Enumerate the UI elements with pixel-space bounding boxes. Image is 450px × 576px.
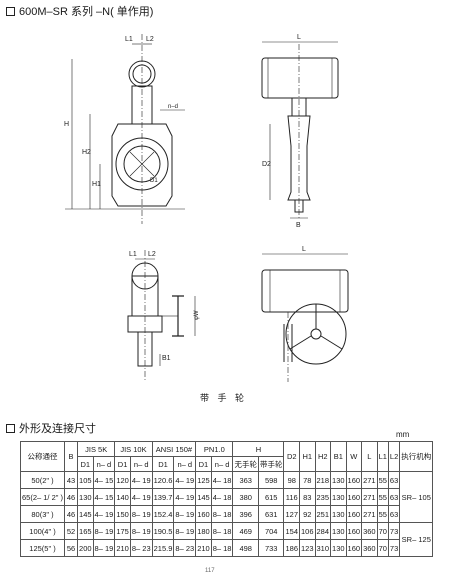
col-pn: PN1.0 (195, 441, 234, 457)
label-D2: D2 (262, 161, 271, 168)
sub-nd: n– d (210, 456, 234, 472)
technical-drawings: L1 L2 H H2 H1 n–d D1 L D2 B L1 L2 (64, 34, 349, 382)
unit-label: mm (396, 430, 410, 439)
label-hw-L2: L2 (148, 251, 156, 258)
section-heading: 外形及连接尺寸 (6, 420, 96, 436)
col-H2: H2 (314, 441, 332, 472)
side-valve-body (287, 115, 311, 201)
handwheel-side-drawing: L (261, 246, 349, 382)
sub-no-wheel: 无手轮 (232, 456, 259, 472)
label-H1: H1 (92, 181, 101, 188)
sub-nd: n– d (129, 456, 153, 472)
page-number: 117 (205, 568, 215, 574)
actuator-group-1: SR– 105 (399, 471, 434, 523)
col-B1: B1 (330, 441, 347, 472)
sub-with-wheel: 带手轮 (257, 456, 285, 472)
sub-D1: D1 (151, 456, 175, 472)
col-B: B (64, 441, 79, 472)
col-nominal: 公称通径 (19, 441, 66, 472)
sub-D1: D1 (114, 456, 131, 472)
label-B: B (296, 222, 301, 229)
sub-nd: n– d (92, 456, 116, 472)
label-hw-L1: L1 (129, 251, 137, 258)
label-phiW: φW (194, 310, 200, 320)
valve-flange (115, 137, 169, 191)
label-H: H (64, 121, 69, 128)
handwheel-hub (310, 328, 322, 340)
section-title: 外形及连接尺寸 (19, 423, 96, 435)
checkbox-square-icon (6, 423, 15, 433)
col-jis5k: JIS 5K (77, 441, 116, 457)
col-jis10k: JIS 10K (114, 441, 153, 457)
valve-body (111, 123, 173, 207)
label-L1: L1 (125, 36, 133, 43)
sub-D1: D1 (77, 456, 94, 472)
handwheel-front-drawing: L1 L2 φW B1 (127, 250, 200, 382)
col-L: L (361, 441, 378, 472)
handwheel-caption: 带 手 轮 (200, 393, 248, 403)
checkbox-square-icon (6, 6, 15, 16)
label-L-side: L (297, 34, 301, 41)
col-W: W (345, 441, 363, 472)
col-L1: L1 (376, 441, 389, 472)
table-header-row-2: D1 n– d D1 n– d D1 n– d D1 n– d 无手轮 带手轮 (21, 456, 433, 472)
label-H2: H2 (82, 149, 91, 156)
label-L2: L2 (146, 36, 154, 43)
col-ansi: ANSI 150# (151, 441, 197, 457)
col-D2: D2 (283, 441, 300, 472)
label-nd: n–d (168, 104, 178, 110)
hw-side-valve-body (283, 324, 293, 362)
col-L2: L2 (387, 441, 401, 472)
table-header-row-1: 公称通径 B JIS 5K JIS 10K ANSI 150# PN1.0 H … (19, 441, 434, 472)
series-title: 600M–SR 系列 –N( 单作用) (19, 6, 154, 18)
hw-side-actuator (261, 269, 349, 313)
col-H1: H1 (299, 441, 316, 472)
col-actuator: 执行机构 (399, 441, 434, 472)
sub-D1: D1 (195, 456, 212, 472)
sub-nd: n– d (173, 456, 197, 472)
valve-disc (123, 145, 161, 183)
actuator-cylinder (261, 57, 339, 99)
label-D1: D1 (150, 178, 158, 184)
dimension-table: 公称通径 B JIS 5K JIS 10K ANSI 150# PN1.0 H … (19, 441, 434, 557)
label-B1: B1 (162, 355, 171, 362)
side-view-drawing: L D2 B (261, 34, 339, 229)
label-L-hw-side: L (302, 246, 306, 253)
actuator-group-2: SR– 125 (399, 522, 434, 557)
col-H: H (232, 441, 285, 457)
page-header: 600M–SR 系列 –N( 单作用) (6, 3, 153, 19)
front-view-drawing: L1 L2 H H2 H1 n–d D1 (64, 34, 185, 224)
